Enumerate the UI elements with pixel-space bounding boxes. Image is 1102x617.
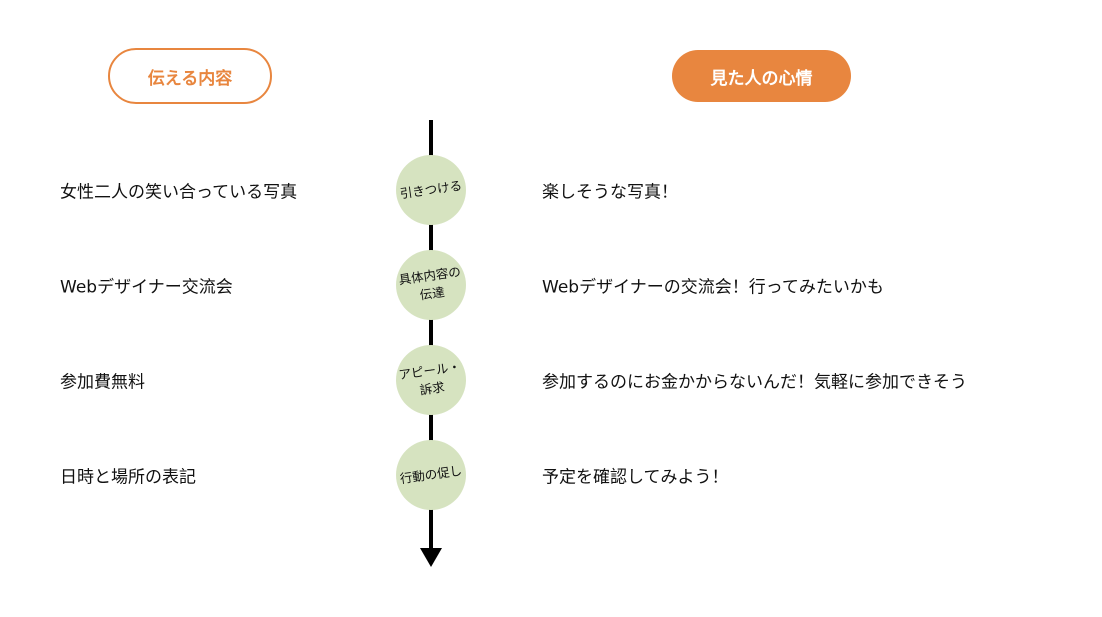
content-text: Webデザイナー交流会	[60, 277, 233, 298]
stage-label: 具体内容の伝達	[397, 263, 462, 303]
timeline-line	[429, 120, 433, 550]
stage-label: アピール・訴求	[397, 358, 462, 398]
stage-circle: 引きつける	[396, 155, 466, 225]
stage-circle: アピール・訴求	[396, 345, 466, 415]
stage-circle: 具体内容の伝達	[396, 250, 466, 320]
stage-label: 行動の促し	[398, 462, 463, 487]
content-text: 日時と場所の表記	[60, 467, 196, 488]
stage-label: 引きつける	[398, 177, 463, 202]
feeling-text: 予定を確認してみよう！	[542, 467, 729, 488]
stage-circle: 行動の促し	[396, 440, 466, 510]
content-text: 女性二人の笑い合っている写真	[60, 182, 298, 203]
timeline-arrow-icon	[420, 548, 442, 567]
feeling-text: 楽しそうな写真！	[542, 182, 678, 203]
feeling-text: 参加するのにお金かからないんだ！気軽に参加できそう	[542, 372, 967, 393]
header-content-label: 伝える内容	[108, 48, 272, 104]
content-text: 参加費無料	[60, 372, 145, 393]
header-feeling-label: 見た人の心情	[672, 50, 851, 102]
feeling-text: Webデザイナーの交流会！行ってみたいかも	[542, 277, 884, 298]
